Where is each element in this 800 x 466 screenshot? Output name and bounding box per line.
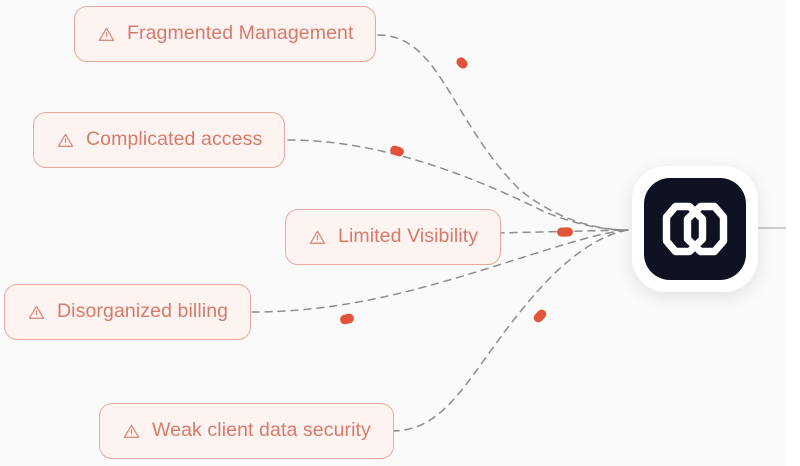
connector-limited-visibility <box>496 227 629 237</box>
problem-card-complicated-access[interactable]: Complicated access <box>33 112 286 168</box>
problem-card-label: Limited Visibility <box>338 225 479 248</box>
right-edge-panel <box>786 0 800 466</box>
problem-card-limited-visibility[interactable]: Limited Visibility <box>285 209 502 265</box>
brand-logo-container[interactable] <box>632 166 758 292</box>
connector-marker <box>456 57 468 69</box>
warning-triangle-icon <box>56 131 75 150</box>
connector-marker <box>390 145 404 157</box>
problem-card-disorganized-billing[interactable]: Disorganized billing <box>4 284 252 340</box>
brand-logo-tile <box>644 178 746 280</box>
warning-triangle-icon <box>122 422 141 441</box>
problem-card-label: Complicated access <box>86 128 263 151</box>
interlocking-loops-logo-icon <box>662 202 728 256</box>
problem-card-weak-client-data-security[interactable]: Weak client data security <box>99 403 394 459</box>
connector-marker <box>340 313 354 325</box>
warning-triangle-icon <box>97 25 116 44</box>
problem-card-fragmented-management[interactable]: Fragmented Management <box>74 6 377 62</box>
connector-marker <box>557 227 573 237</box>
problem-card-label: Weak client data security <box>152 419 371 442</box>
problem-card-label: Fragmented Management <box>127 22 354 45</box>
problem-card-label: Disorganized billing <box>57 300 229 323</box>
connector-fragmented-management <box>377 34 629 231</box>
warning-triangle-icon <box>308 228 327 247</box>
warning-triangle-icon <box>27 303 46 322</box>
connector-marker <box>533 309 547 323</box>
